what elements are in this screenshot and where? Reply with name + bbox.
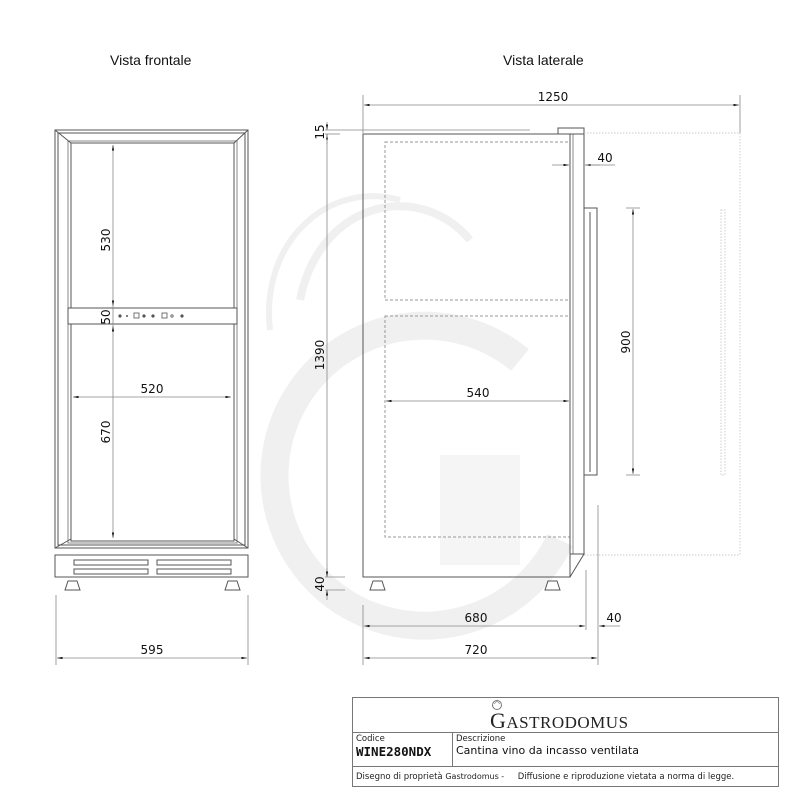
dim-1390: 1390: [313, 340, 327, 371]
dim-680: 680: [465, 611, 488, 625]
copyright-footer: Disegno di proprietà Gastrodomus - Diffu…: [353, 767, 778, 787]
control-panel-icons: [118, 312, 184, 319]
side-view-title: Vista laterale: [503, 52, 584, 68]
dim-50: 50: [99, 309, 113, 324]
title-block: GASTRODOMUS Codice WINE280NDX Descrizion…: [352, 697, 779, 787]
notice-text: Diffusione e riproduzione vietata a norm…: [517, 772, 735, 782]
company-text: Gastrodomus -: [445, 772, 505, 781]
ownership-text: Disegno di proprietà: [356, 772, 443, 782]
front-dimensions: [55, 145, 249, 665]
description-cell: Descrizione Cantina vino da incasso vent…: [453, 733, 778, 766]
brand-row: GASTRODOMUS: [353, 698, 778, 733]
dim-900: 900: [619, 331, 633, 354]
dim-1250: 1250: [538, 90, 569, 104]
chef-hat-icon: [492, 700, 502, 710]
dim-520: 520: [141, 382, 164, 396]
dim-595: 595: [141, 643, 164, 657]
code-label: Codice: [356, 734, 385, 744]
front-view-title: Vista frontale: [110, 52, 192, 68]
dim-15: 15: [313, 124, 327, 139]
description-value: Cantina vino da incasso ventilata: [456, 744, 639, 757]
brand-logo: GASTRODOMUS: [490, 708, 629, 733]
side-dimensions: [325, 95, 741, 665]
code-cell: Codice WINE280NDX: [353, 733, 453, 766]
dim-720: 720: [465, 643, 488, 657]
dim-670: 670: [99, 421, 113, 444]
dim-40-front: 40: [606, 611, 621, 625]
code-value: WINE280NDX: [356, 744, 432, 759]
description-label: Descrizione: [456, 734, 506, 744]
watermark-logo: [260, 193, 573, 640]
dim-40-feet: 40: [313, 576, 327, 591]
door-open-outline: [584, 132, 741, 556]
side-view: [362, 127, 598, 591]
dim-40-door: 40: [597, 151, 612, 165]
front-view: [54, 129, 249, 591]
dim-530: 530: [99, 229, 113, 252]
dim-540: 540: [467, 386, 490, 400]
